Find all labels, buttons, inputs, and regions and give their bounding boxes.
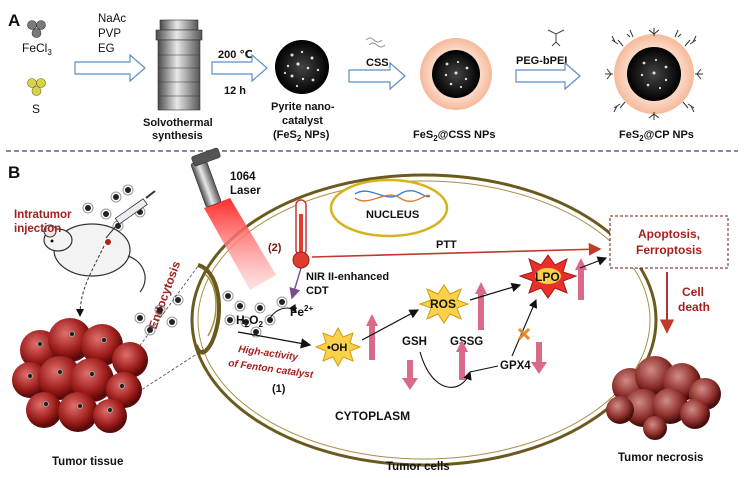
nucleus — [329, 178, 449, 238]
pyrite-caption-2: catalyst — [282, 115, 323, 127]
temp-label: 200 ℃ — [218, 49, 253, 61]
h2o2-label: H2O2 — [236, 313, 263, 329]
nir-label-1: NIR II-enhanced — [306, 271, 389, 283]
ros-burst — [418, 284, 470, 324]
peg-bpei-icon — [547, 29, 565, 47]
fecl3-spheres — [27, 20, 46, 38]
tumor-necrosis-cluster — [606, 356, 721, 440]
step-2-label: (2) — [268, 242, 282, 254]
solvent-eg: EG — [98, 43, 115, 55]
apoptosis-label-2: Ferroptosis — [636, 243, 702, 257]
lpo-to-apoptosis-arrow — [579, 256, 608, 269]
cell-death-label-2: death — [678, 300, 710, 314]
ros-label: ROS — [430, 297, 456, 311]
autoclave-icon — [155, 19, 203, 111]
syringe-icon — [105, 190, 156, 239]
nanoparticle-scatter — [85, 187, 285, 335]
css-squiggle — [365, 37, 386, 48]
solvent-naac: NaAc — [98, 13, 126, 25]
arrow-1 — [74, 53, 146, 83]
gpx4-down-arrow — [531, 342, 547, 374]
ros-to-lpo-arrow — [469, 282, 522, 301]
arrow-3 — [348, 61, 406, 91]
tumor-tissue-cluster — [12, 318, 148, 433]
fes2-css-caption: FeS2@CSS NPs — [413, 129, 495, 143]
laser-label-2: Laser — [230, 185, 261, 197]
fecl3-label: FeCl3 — [22, 41, 52, 57]
gssg-up-arrow — [456, 340, 468, 380]
fenton-arrow — [237, 331, 312, 349]
mouse-icon — [43, 223, 146, 293]
tumor-cell-membrane — [190, 173, 658, 467]
sulfur-label: S — [32, 102, 40, 116]
autoclave-caption-2: synthesis — [152, 130, 203, 142]
solvent-pvp: PVP — [98, 28, 121, 40]
gpx4-to-lpo-arrow — [511, 298, 538, 357]
gsh-label: GSH — [402, 336, 427, 348]
nir-label-2: CDT — [306, 285, 329, 297]
tumor-cell-membrane-inner — [197, 180, 651, 460]
gssg-to-gpx4-line — [469, 365, 499, 373]
zoom-line-bottom — [137, 347, 207, 393]
fes2-css-np-icon — [420, 38, 492, 110]
css-label: CSS — [366, 57, 389, 69]
oh-up-arrow — [366, 314, 378, 360]
apoptosis-box — [609, 215, 729, 269]
tumor-tissue-label: Tumor tissue — [52, 456, 123, 468]
tumor-necrosis-label: Tumor necrosis — [618, 452, 703, 464]
lpo-label: LPO — [535, 270, 560, 284]
time-label: 12 h — [224, 85, 246, 97]
inhibit-cross-icon — [517, 327, 531, 341]
fes2-cp-np-icon — [605, 28, 703, 120]
dna-icon — [354, 189, 431, 203]
lpo-up-arrow — [575, 258, 587, 300]
panel-b-label: B — [8, 163, 20, 182]
ptt-arrow — [311, 242, 602, 258]
nucleus-label: NUCLEUS — [366, 209, 419, 221]
laser-icon — [190, 147, 276, 290]
ros-up-arrow — [475, 282, 487, 330]
pyrite-np-icon — [275, 40, 329, 94]
cell-death-label-1: Cell — [682, 285, 704, 299]
fes2-cp-caption: FeS2@CP NPs — [619, 129, 694, 143]
injection-label-2: injection — [14, 223, 61, 235]
arrow-4 — [515, 61, 581, 91]
oh-burst — [314, 326, 362, 368]
pyrite-caption-1: Pyrite nano- — [271, 101, 335, 113]
tumor-tissue-nanoparticles — [27, 331, 125, 413]
fe-cycle-arrow — [269, 303, 297, 319]
gsh-down-arrow — [402, 360, 418, 390]
gssg-label: GSSG — [450, 336, 483, 348]
step-1-label: (1) — [272, 383, 286, 395]
panel-a-label: A — [8, 11, 20, 30]
mouse-to-tissue-arrow — [76, 245, 105, 317]
cytoplasm-label: CYTOPLASM — [335, 409, 410, 423]
nir-arrow — [289, 267, 302, 300]
oh-to-ros-arrow — [361, 309, 420, 341]
gpx4-label: GPX4 — [500, 360, 531, 372]
gsh-gssg-cycle — [419, 351, 472, 388]
oh-label: •OH — [327, 342, 347, 354]
arrow-2 — [211, 53, 268, 83]
injection-label-1: Intratumor — [14, 209, 72, 221]
sulfur-spheres — [27, 78, 46, 96]
peg-bpei-label: PEG-bPEI — [516, 55, 567, 67]
pyrite-caption-3: (FeS2 NPs) — [273, 129, 330, 143]
laser-label-1: 1064 — [230, 171, 256, 183]
tumor-cells-label: Tumor cells — [386, 461, 450, 473]
ptt-label: PTT — [436, 239, 457, 251]
apoptosis-label-1: Apoptosis, — [638, 227, 700, 241]
autoclave-caption-1: Solvothermal — [143, 117, 213, 129]
thermometer-icon — [292, 199, 310, 269]
endocytosis-pit — [194, 263, 221, 355]
